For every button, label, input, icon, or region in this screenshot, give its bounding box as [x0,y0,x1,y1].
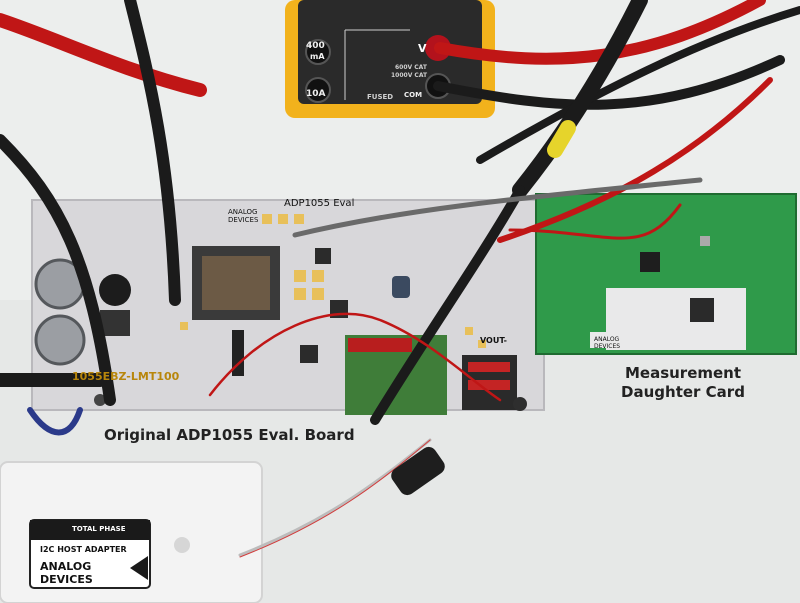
daughter-card-vendor-line2: DEVICES [594,343,621,350]
meter-10a-label: 10A [306,89,326,99]
meter-400ma-label: 400 [306,41,325,51]
meter-fused-label: FUSED [367,93,394,101]
daughter-card-vendor-line1: ANALOG [594,336,620,343]
eval-board-vout: VOUT- [480,336,507,345]
daughter-card-caption: Measurement Daughter Card [603,364,763,402]
eval-board-title: ADP1055 Eval [284,198,355,209]
host-adapter-vendor-line2: DEVICES [40,573,93,586]
eval-board-silk: 1055EBZ-LMT100 [72,370,180,383]
eval-board-vendor-line2: DEVICES [228,216,259,224]
meter-v-label: V [418,42,427,55]
eval-board-caption: Original ADP1055 Eval. Board [104,426,355,444]
meter-cat-top: 600V CAT [395,64,427,71]
multimeter [285,0,495,118]
eval-board-vendor-line1: ANALOG [228,208,258,216]
meter-ma-unit: mA [310,52,325,61]
host-adapter [0,461,263,603]
daughter-card-caption-line1: Measurement [624,364,742,382]
host-adapter-vendor-line1: ANALOG [40,560,92,573]
host-adapter-name: I2C HOST ADAPTER [40,545,127,554]
meter-com-label: COM [404,91,423,99]
cables [0,0,800,558]
host-adapter-brand: TOTAL PHASE [72,525,126,533]
ferrite-bead [391,446,445,496]
eval-board [31,199,545,415]
daughter-card-caption-line2: Daughter Card [621,383,745,401]
daughter-card [535,193,797,355]
meter-cat-bottom: 1000V CAT [391,72,428,79]
